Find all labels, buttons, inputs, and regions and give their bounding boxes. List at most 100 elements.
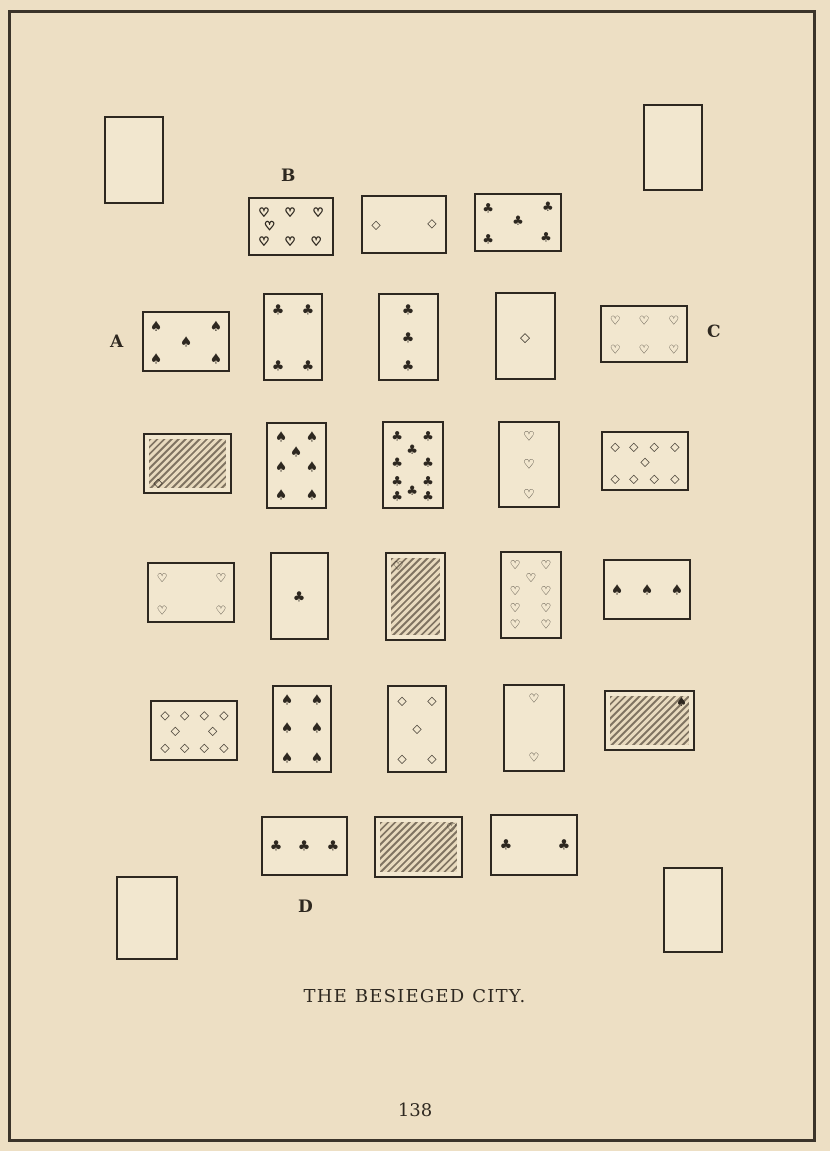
svg-text:♡: ♡ xyxy=(510,584,521,598)
svg-text:♡: ♡ xyxy=(529,751,540,765)
svg-text:♣: ♣ xyxy=(270,839,283,855)
svg-text:♡: ♡ xyxy=(393,559,404,573)
svg-text:♡: ♡ xyxy=(523,458,535,473)
svg-text:♠: ♠ xyxy=(210,351,223,367)
svg-text:♠: ♠ xyxy=(306,460,319,476)
card-hearts-9: ♡♡ ♡ ♡♡ ♡♡ ♡♡ xyxy=(500,551,562,639)
svg-text:♣: ♣ xyxy=(302,303,315,319)
svg-text:♠: ♠ xyxy=(611,583,624,599)
svg-text:♡: ♡ xyxy=(610,314,621,328)
svg-text:♡: ♡ xyxy=(311,235,322,249)
card-diamonds-10: ◇◇◇◇ ◇◇ ◇◇◇◇ xyxy=(150,700,238,761)
svg-text:♠: ♠ xyxy=(210,319,223,335)
svg-text:♣: ♣ xyxy=(402,331,415,347)
card-hearts-6-side: ♡♡♡ ♡♡♡ xyxy=(600,305,688,363)
empty-card-top-left xyxy=(104,116,164,204)
svg-text:◇: ◇ xyxy=(427,216,437,230)
svg-text:◇: ◇ xyxy=(670,471,680,485)
card-hearts-queen: ♡ xyxy=(374,816,463,878)
card-clubs-5: ♣♣ ♣ ♣♣ xyxy=(474,193,562,252)
svg-text:♠: ♠ xyxy=(676,695,687,709)
svg-text:♡: ♡ xyxy=(639,314,650,328)
svg-text:♡: ♡ xyxy=(510,618,521,632)
svg-text:♣: ♣ xyxy=(302,359,315,375)
svg-text:♡: ♡ xyxy=(215,603,226,617)
svg-text:♣: ♣ xyxy=(391,430,403,445)
card-spades-jack: ♠ xyxy=(604,690,695,751)
svg-text:◇: ◇ xyxy=(219,708,229,722)
card-diamonds-9: ◇◇◇◇ ◇ ◇◇◇◇ xyxy=(601,431,689,491)
svg-text:♣: ♣ xyxy=(422,490,434,505)
card-spades-3: ♠♠♠ xyxy=(603,559,691,620)
svg-text:♠: ♠ xyxy=(311,751,324,767)
svg-text:◇: ◇ xyxy=(610,440,620,454)
svg-text:◇: ◇ xyxy=(629,471,639,485)
svg-text:♣: ♣ xyxy=(482,202,494,217)
svg-text:♠: ♠ xyxy=(281,751,294,767)
card-clubs-ace: ♣ xyxy=(270,552,329,640)
svg-text:◇: ◇ xyxy=(427,752,437,766)
svg-text:♡: ♡ xyxy=(668,314,679,328)
card-hearts-king: ♡ xyxy=(385,552,446,641)
svg-text:♠: ♠ xyxy=(281,721,294,737)
svg-text:◇: ◇ xyxy=(640,455,650,469)
svg-text:◇: ◇ xyxy=(610,471,620,485)
svg-text:♣: ♣ xyxy=(500,838,513,854)
label-a: A xyxy=(110,332,123,352)
svg-text:◇: ◇ xyxy=(171,724,181,738)
svg-text:♡: ♡ xyxy=(313,206,324,220)
svg-text:♣: ♣ xyxy=(298,839,311,855)
svg-text:♡: ♡ xyxy=(446,821,457,835)
svg-text:♠: ♠ xyxy=(641,583,654,599)
svg-text:♡: ♡ xyxy=(259,206,270,220)
card-spades-6: ♠♠ ♠♠ ♠♠ xyxy=(272,685,332,773)
svg-text:♣: ♣ xyxy=(406,443,418,458)
svg-text:♣: ♣ xyxy=(402,303,415,319)
card-clubs-2: ♣♣ xyxy=(490,814,578,876)
svg-text:♣: ♣ xyxy=(391,456,403,471)
svg-text:♠: ♠ xyxy=(311,721,324,737)
svg-text:◇: ◇ xyxy=(180,741,190,755)
card-diamonds-5: ◇◇ ◇ ◇◇ xyxy=(387,685,447,773)
svg-text:♣: ♣ xyxy=(391,490,403,505)
svg-text:♠: ♠ xyxy=(306,430,319,446)
svg-text:♣: ♣ xyxy=(422,430,434,445)
card-clubs-3: ♣♣♣ xyxy=(378,293,439,381)
svg-text:♠: ♠ xyxy=(275,488,288,504)
svg-text:◇: ◇ xyxy=(180,708,190,722)
label-b: B xyxy=(281,166,295,186)
page-number: 138 xyxy=(0,1100,830,1121)
card-clubs-4: ♣ ♣ ♣ ♣ xyxy=(263,293,323,381)
svg-text:♣: ♣ xyxy=(542,200,554,215)
svg-text:◇: ◇ xyxy=(208,724,218,738)
label-d: D xyxy=(298,897,313,917)
svg-text:◇: ◇ xyxy=(520,331,531,346)
svg-text:♡: ♡ xyxy=(259,235,270,249)
svg-text:♣: ♣ xyxy=(406,484,418,499)
card-diamonds-ace: ◇ xyxy=(495,292,556,380)
svg-text:♡: ♡ xyxy=(285,235,296,249)
svg-text:◇: ◇ xyxy=(629,440,639,454)
card-clubs-9: ♣♣ ♣ ♣♣ ♣♣ ♣ ♣♣ xyxy=(382,421,444,509)
svg-text:♡: ♡ xyxy=(157,603,168,617)
empty-card-bottom-left xyxy=(116,876,178,960)
svg-text:♡: ♡ xyxy=(541,601,552,615)
svg-text:♣: ♣ xyxy=(422,456,434,471)
svg-text:◇: ◇ xyxy=(160,708,170,722)
svg-text:♡: ♡ xyxy=(264,219,275,233)
card-hearts-2: ♡♡ xyxy=(503,684,565,772)
svg-text:♣: ♣ xyxy=(293,590,306,606)
svg-text:♡: ♡ xyxy=(157,571,168,585)
svg-text:◇: ◇ xyxy=(412,722,422,736)
svg-text:◇: ◇ xyxy=(200,741,210,755)
svg-text:♣: ♣ xyxy=(327,839,340,855)
svg-text:◇: ◇ xyxy=(397,694,407,708)
card-hearts-4: ♡ ♡ ♡ ♡ xyxy=(147,562,235,623)
svg-text:♡: ♡ xyxy=(215,571,226,585)
svg-text:♠: ♠ xyxy=(290,445,303,461)
svg-text:♣: ♣ xyxy=(272,303,285,319)
svg-text:◇: ◇ xyxy=(650,471,660,485)
svg-text:♠: ♠ xyxy=(311,693,324,709)
svg-text:♣: ♣ xyxy=(272,359,285,375)
card-spades-5: ♠♠ ♠ ♠♠ xyxy=(142,311,230,372)
